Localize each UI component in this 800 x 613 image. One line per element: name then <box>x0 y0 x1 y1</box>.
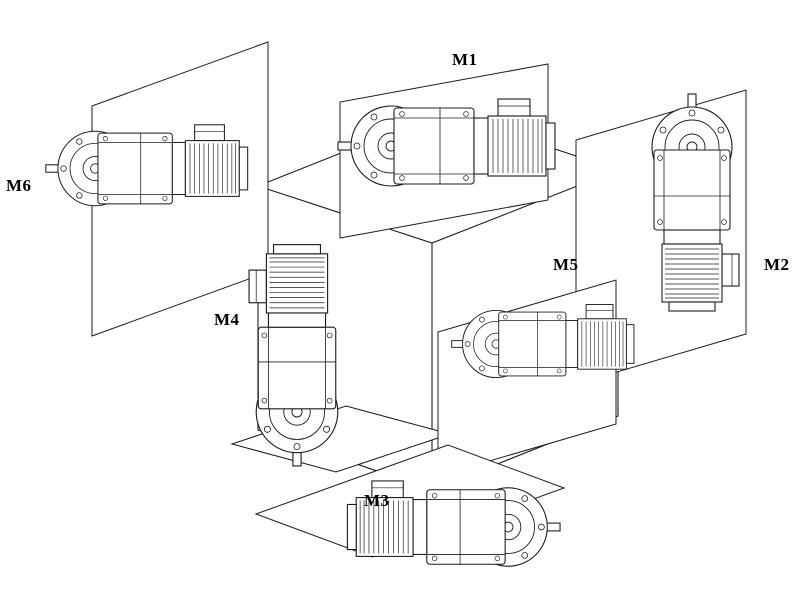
gearmotor-m4 <box>248 244 339 467</box>
gearmotor-m1 <box>337 98 556 187</box>
gearmotor-m6 <box>45 124 249 207</box>
position-label-m4: M4 <box>214 310 240 329</box>
position-label-m2: M2 <box>764 255 790 274</box>
gearmotor-m2 <box>651 93 740 312</box>
position-label-m1: M1 <box>452 50 478 69</box>
position-label-m3: M3 <box>364 491 390 510</box>
gearmotor-m5 <box>451 304 635 379</box>
position-label-m6: M6 <box>6 176 32 195</box>
position-label-m5: M5 <box>553 255 579 274</box>
